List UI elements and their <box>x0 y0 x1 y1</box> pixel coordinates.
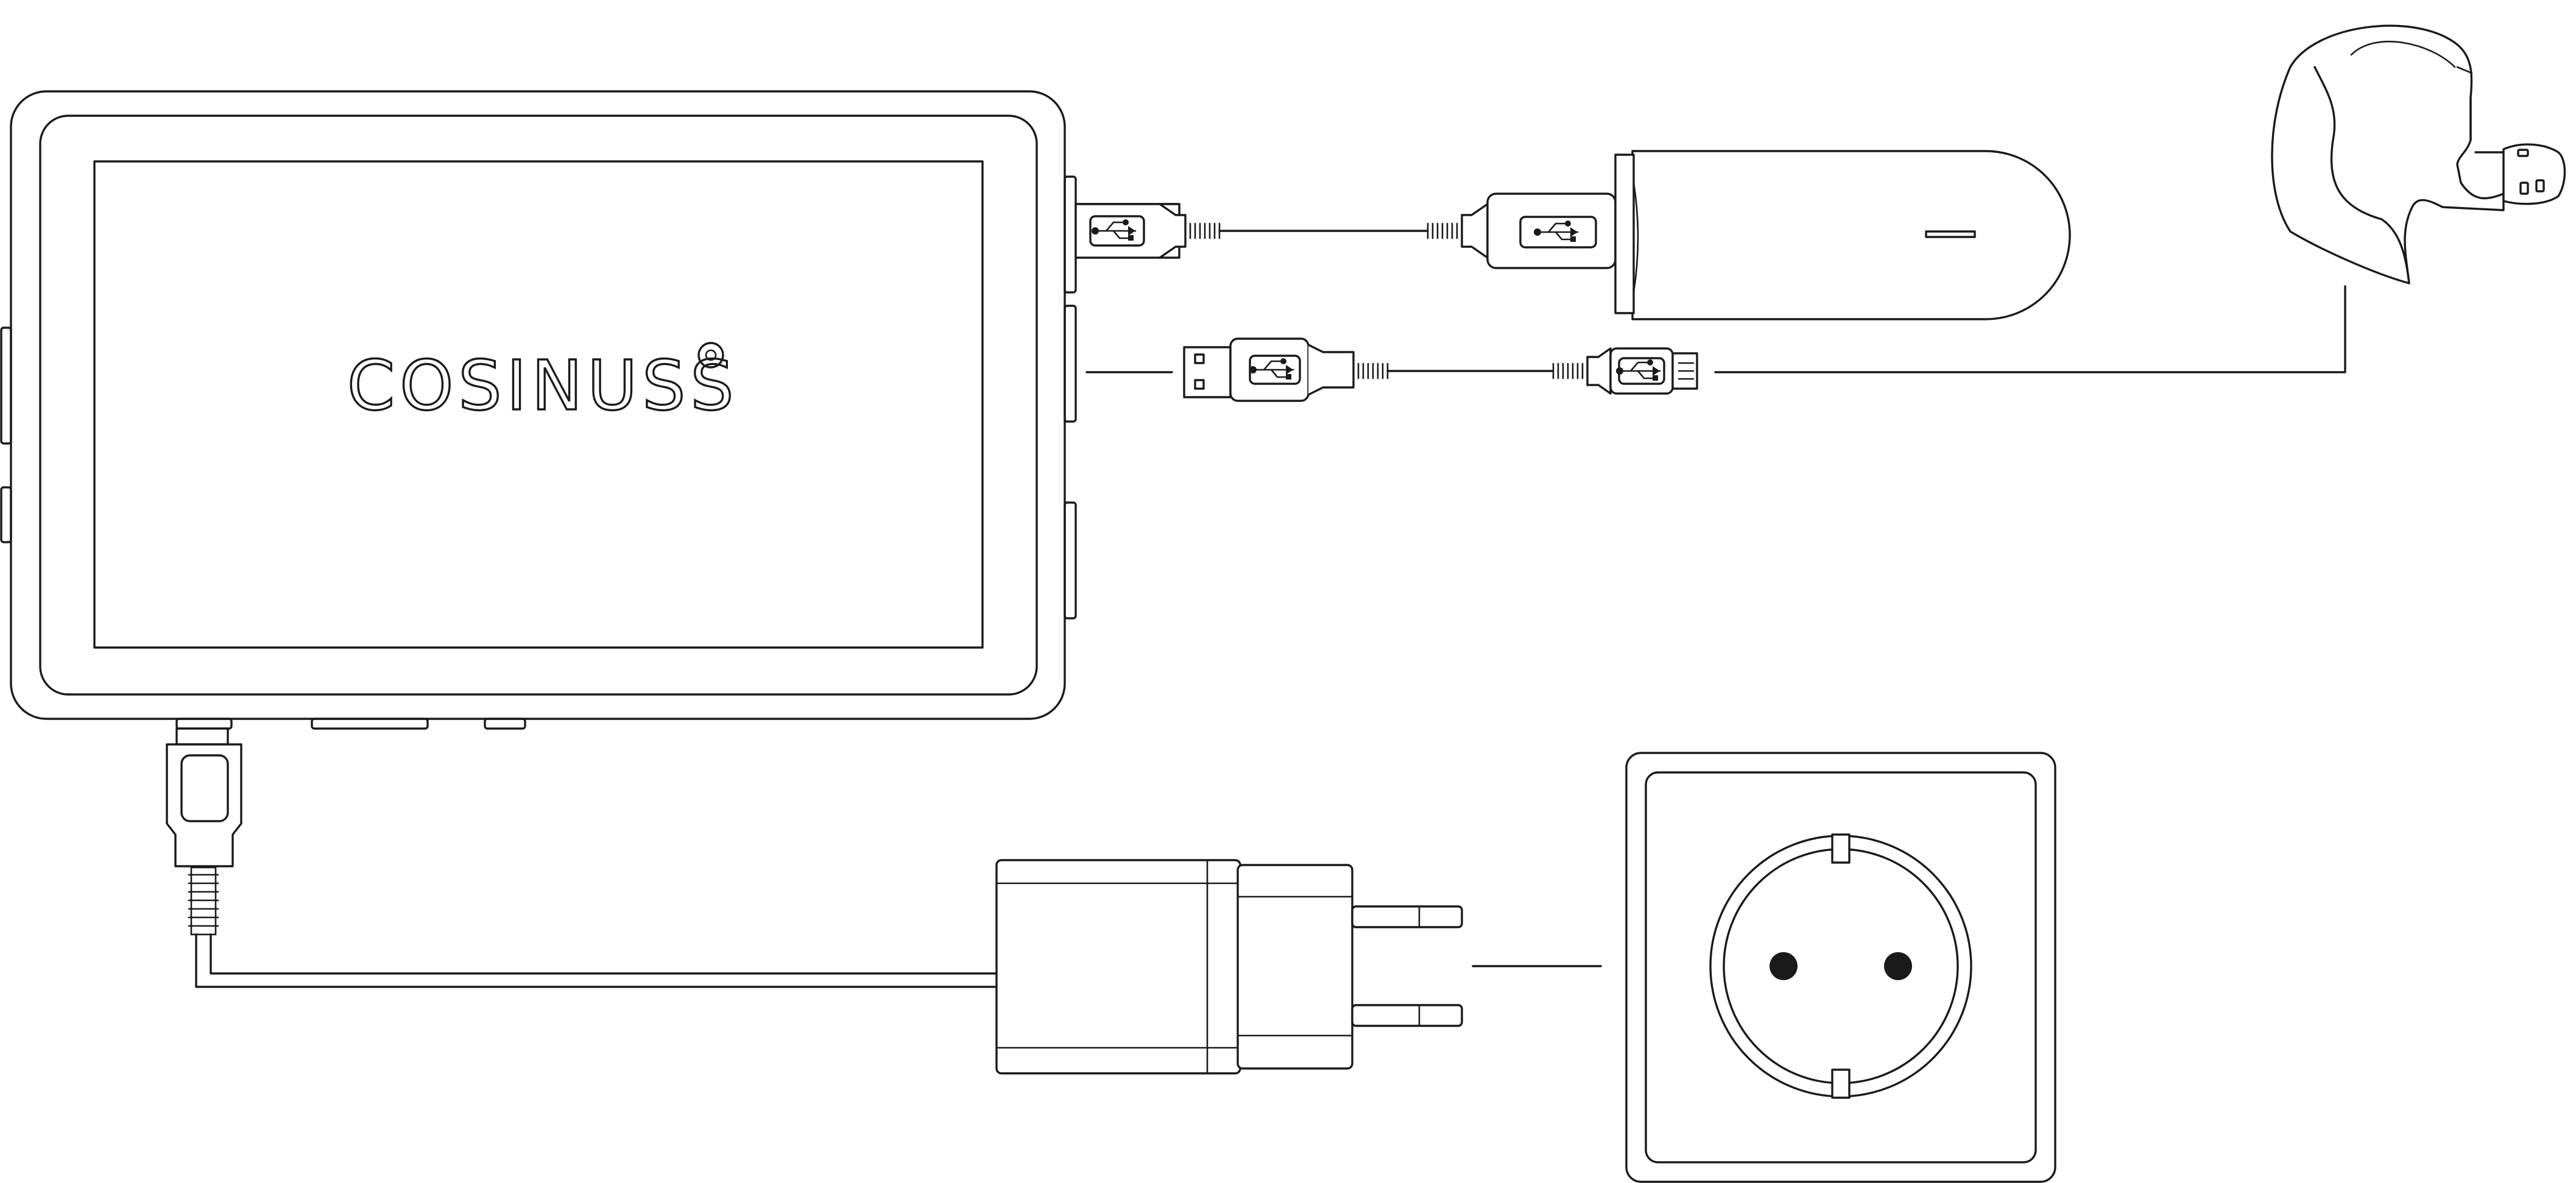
brand-logo: COSINUSS <box>347 347 738 426</box>
registered-mark-inner <box>705 349 717 361</box>
socket-hole-left <box>1770 952 1798 980</box>
left-side-button-top[interactable] <box>0 327 12 445</box>
charging-cable <box>166 727 998 988</box>
tablet-device: COSINUSS <box>0 90 1077 730</box>
power-adapter <box>995 859 1463 1075</box>
left-side-button-bottom[interactable] <box>0 486 12 543</box>
tablet-bottom-button[interactable] <box>484 718 526 730</box>
plug-pin-bottom <box>1351 1004 1463 1027</box>
usb-cable-to-receiver <box>1075 192 1617 269</box>
ear-tip <box>2502 143 2566 205</box>
receiver-led-slot <box>1925 230 1976 238</box>
usb-stick-receiver <box>1614 150 2071 320</box>
wall-socket <box>1625 752 2056 1183</box>
registered-mark-icon <box>697 342 724 369</box>
tablet-usb-port-middle <box>1064 305 1077 423</box>
socket-hole-right <box>1884 952 1912 980</box>
tablet-side-button-right[interactable] <box>1064 501 1077 620</box>
tablet-charge-port <box>175 718 233 730</box>
earpiece-sensor <box>2271 24 2566 284</box>
tablet-usb-port-top <box>1064 175 1077 294</box>
plug-pin-top <box>1351 905 1463 928</box>
micro-usb-cable <box>1085 285 2346 402</box>
tablet-bottom-slot <box>311 718 429 730</box>
